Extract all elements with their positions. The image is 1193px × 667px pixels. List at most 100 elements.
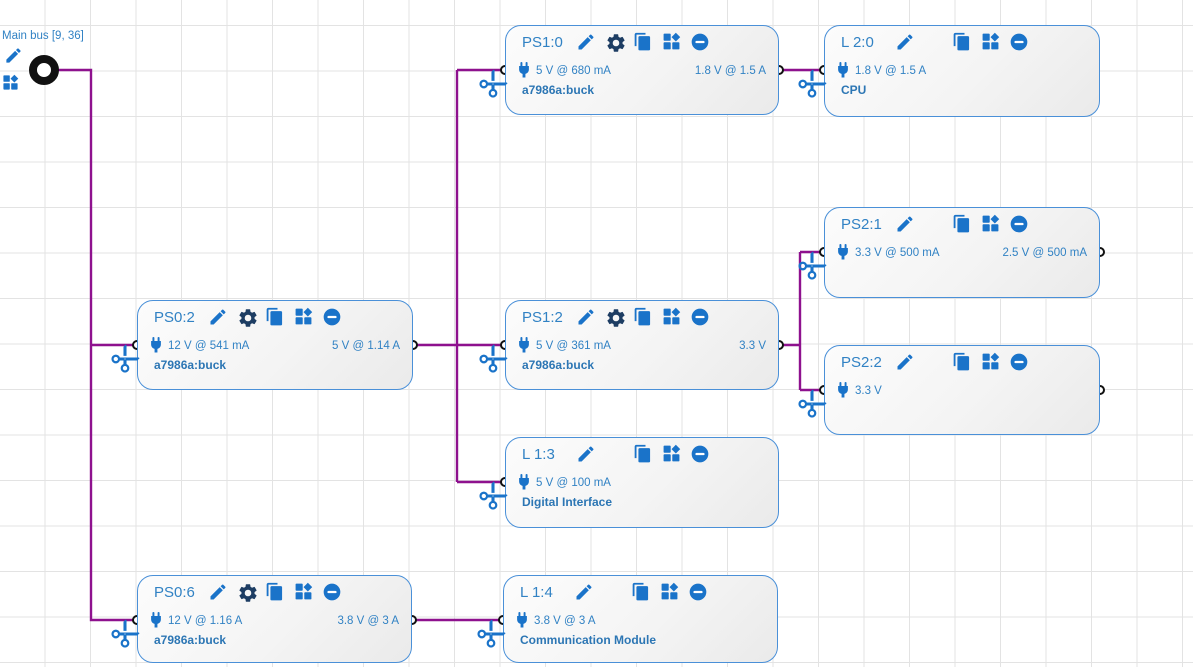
duplicate-icon[interactable] — [633, 444, 655, 466]
node-titlebar: L 2:0 — [825, 31, 1099, 55]
edit-pencil-icon[interactable] — [895, 352, 917, 374]
components-icon[interactable] — [981, 32, 1003, 54]
input-rating: 12 V @ 1.16 A — [168, 615, 243, 627]
remove-icon[interactable] — [1009, 32, 1031, 54]
remove-icon[interactable] — [1009, 214, 1031, 236]
node-titlebar: PS1:2 — [506, 306, 778, 330]
output-rating: 2.5 V @ 500 mA — [1002, 247, 1087, 259]
node-title: PS2:1 — [841, 216, 882, 233]
node-titlebar: PS0:2 — [138, 306, 412, 330]
cut-wire-scissors-icon[interactable] — [107, 616, 144, 653]
cut-wire-scissors-icon[interactable] — [107, 341, 144, 378]
cut-wire-scissors-icon[interactable] — [475, 478, 512, 515]
part-name: a7986a:buck — [154, 633, 227, 647]
node-titlebar: PS0:6 — [138, 581, 411, 605]
cut-wire-scissors-icon[interactable] — [794, 386, 831, 423]
edit-pencil-icon[interactable] — [576, 32, 598, 54]
duplicate-icon[interactable] — [952, 352, 974, 374]
duplicate-icon[interactable] — [265, 307, 287, 329]
duplicate-icon[interactable] — [952, 214, 974, 236]
input-rating: 5 V @ 100 mA — [536, 477, 611, 489]
settings-gear-icon[interactable] — [237, 582, 259, 604]
plug-icon — [835, 62, 851, 83]
cut-wire-scissors-icon[interactable] — [475, 341, 512, 378]
edit-pencil-icon[interactable] — [576, 307, 598, 329]
edit-pencil-icon[interactable] — [576, 444, 598, 466]
input-rating: 5 V @ 361 mA — [536, 340, 611, 352]
node-title: L 1:4 — [520, 584, 553, 601]
node-io-row: 1.8 V @ 1.5 A — [835, 62, 1087, 80]
node-ps2-2[interactable]: PS2:2 3.3 V — [824, 345, 1100, 435]
components-icon[interactable] — [662, 32, 684, 54]
remove-icon[interactable] — [1009, 352, 1031, 374]
edit-pencil-icon[interactable] — [895, 214, 917, 236]
duplicate-icon[interactable] — [633, 307, 655, 329]
part-name: a7986a:buck — [522, 83, 595, 97]
components-icon[interactable] — [662, 307, 684, 329]
components-icon[interactable] — [294, 307, 316, 329]
node-title: L 2:0 — [841, 34, 874, 51]
plug-icon — [516, 474, 532, 495]
part-name: Communication Module — [520, 633, 656, 647]
cut-wire-scissors-icon[interactable] — [475, 66, 512, 103]
edit-pencil-icon[interactable] — [208, 582, 230, 604]
duplicate-icon[interactable] — [265, 582, 287, 604]
duplicate-icon[interactable] — [952, 32, 974, 54]
edit-pencil-icon[interactable] — [4, 46, 23, 70]
edit-pencil-icon[interactable] — [895, 32, 917, 54]
settings-gear-icon[interactable] — [605, 307, 627, 329]
edit-pencil-icon[interactable] — [208, 307, 230, 329]
output-rating: 3.3 V — [739, 340, 766, 352]
node-title: PS2:2 — [841, 354, 882, 371]
main-bus-port[interactable] — [29, 55, 59, 85]
node-titlebar: PS1:0 — [506, 31, 778, 55]
plug-icon — [516, 337, 532, 358]
settings-gear-icon[interactable] — [237, 307, 259, 329]
components-icon[interactable] — [981, 352, 1003, 374]
input-rating: 3.3 V — [855, 385, 882, 397]
components-icon[interactable] — [660, 582, 682, 604]
remove-icon[interactable] — [690, 444, 712, 466]
duplicate-icon[interactable] — [631, 582, 653, 604]
settings-gear-icon[interactable] — [605, 32, 627, 54]
input-rating: 5 V @ 680 mA — [536, 65, 611, 77]
node-titlebar: PS2:1 — [825, 213, 1099, 237]
remove-icon[interactable] — [322, 307, 344, 329]
remove-icon[interactable] — [322, 582, 344, 604]
plug-icon — [516, 62, 532, 83]
cut-wire-scissors-icon[interactable] — [794, 66, 831, 103]
node-l2-0[interactable]: L 2:0 1.8 V @ 1.5 A CPU — [824, 25, 1100, 117]
input-rating: 12 V @ 541 mA — [168, 340, 250, 352]
remove-icon[interactable] — [688, 582, 710, 604]
duplicate-icon[interactable] — [633, 32, 655, 54]
part-name: Digital Interface — [522, 495, 613, 509]
components-icon[interactable] — [662, 444, 684, 466]
cut-wire-scissors-icon[interactable] — [473, 616, 510, 653]
edit-pencil-icon[interactable] — [574, 582, 596, 604]
plug-icon — [148, 612, 164, 633]
node-l1-3[interactable]: L 1:3 5 V @ 100 mA Digital Interface — [505, 437, 779, 528]
remove-icon[interactable] — [690, 32, 712, 54]
node-title: PS1:2 — [522, 309, 563, 326]
part-name: CPU — [841, 83, 867, 97]
remove-icon[interactable] — [690, 307, 712, 329]
components-icon[interactable] — [294, 582, 316, 604]
cut-wire-scissors-icon[interactable] — [794, 248, 831, 285]
node-title: PS1:0 — [522, 34, 563, 51]
components-icon[interactable] — [2, 74, 19, 96]
node-io-row: 3.3 V — [835, 382, 1087, 400]
node-title: L 1:3 — [522, 446, 555, 463]
components-icon[interactable] — [981, 214, 1003, 236]
plug-icon — [835, 382, 851, 403]
